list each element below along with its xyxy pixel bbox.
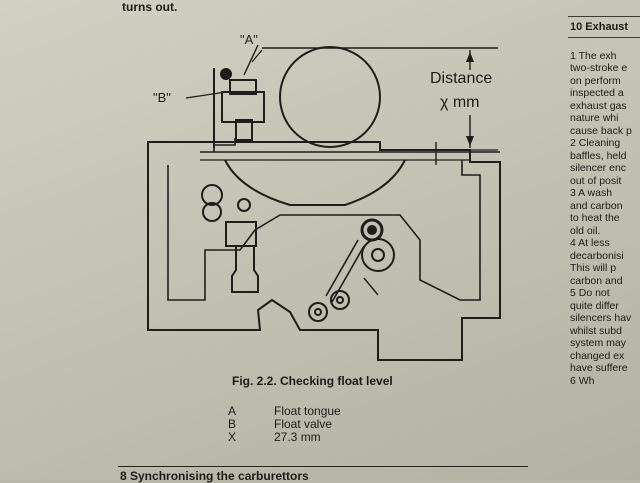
carburettor-body-outline [147, 141, 501, 361]
figure-caption: Fig. 2.2. Checking float level [232, 374, 393, 388]
text-line: old oil. [570, 224, 601, 237]
text-line: system may [570, 337, 627, 349]
right-column-heading: 10 Exhaust [568, 16, 640, 38]
label-a: "A" [240, 32, 258, 47]
legend-value: Float tongue [274, 404, 341, 418]
legend-row-b: B Float valve [228, 418, 341, 431]
text-line: changed ex [570, 349, 625, 362]
text-line: silencers hav [570, 312, 632, 324]
float-valve [221, 91, 265, 123]
text-line: and carbon [570, 199, 623, 212]
float-tongue [213, 138, 236, 152]
section-divider [118, 466, 528, 467]
text-line: silencer enc [570, 162, 627, 174]
distance-label: Distance [430, 70, 493, 87]
figure-legend: A Float tongue B Float valve X 27.3 mm [228, 405, 341, 444]
legend-row-x: X 27.3 mm [228, 431, 341, 444]
text-line: 6 Wh [570, 374, 595, 387]
text-line: quite differ [570, 299, 619, 312]
text-line: exhaust gas [570, 99, 627, 112]
text-line: 1 The exh [570, 49, 617, 62]
text-line: on perform [570, 74, 621, 87]
text-line: inspected a [570, 87, 624, 99]
text-line: 4 At less [570, 237, 610, 249]
text-line: cause back p [570, 124, 632, 137]
float-body [279, 46, 381, 148]
legend-key: X [228, 430, 237, 444]
text-line: two-stroke e [570, 62, 628, 74]
distance-unit: χ mm [440, 94, 480, 111]
text-line: to heat the [570, 212, 620, 224]
next-section-heading: 8 Synchronising the carburettors [120, 469, 309, 483]
text-line: 3 A wash [570, 187, 613, 199]
text-line: decarbonisi [570, 249, 624, 262]
text-line: have suffere [570, 362, 628, 374]
text-line: baffles, held [570, 149, 627, 162]
legend-value: 27.3 mm [274, 430, 321, 444]
text-line: carbon and [570, 274, 623, 287]
text-line: whilst subd [570, 324, 622, 337]
float-lower-section [224, 159, 406, 206]
text-line: This will p [570, 262, 617, 274]
right-column-text: 10 Exhaust 1 The exh two-stroke e on per… [568, 16, 640, 480]
legend-key: B [228, 417, 237, 431]
text-line: nature whi [570, 112, 619, 124]
text-line: 5 Do not [570, 287, 610, 299]
legend-value: Float valve [274, 417, 333, 431]
text-line: 2 Cleaning [570, 137, 621, 149]
label-b: "B" [153, 90, 171, 105]
legend-row-a: A Float tongue [228, 405, 341, 418]
text-line: out of posit [570, 174, 622, 187]
previous-paragraph-end: turns out. [122, 0, 178, 14]
legend-key: A [228, 404, 237, 418]
